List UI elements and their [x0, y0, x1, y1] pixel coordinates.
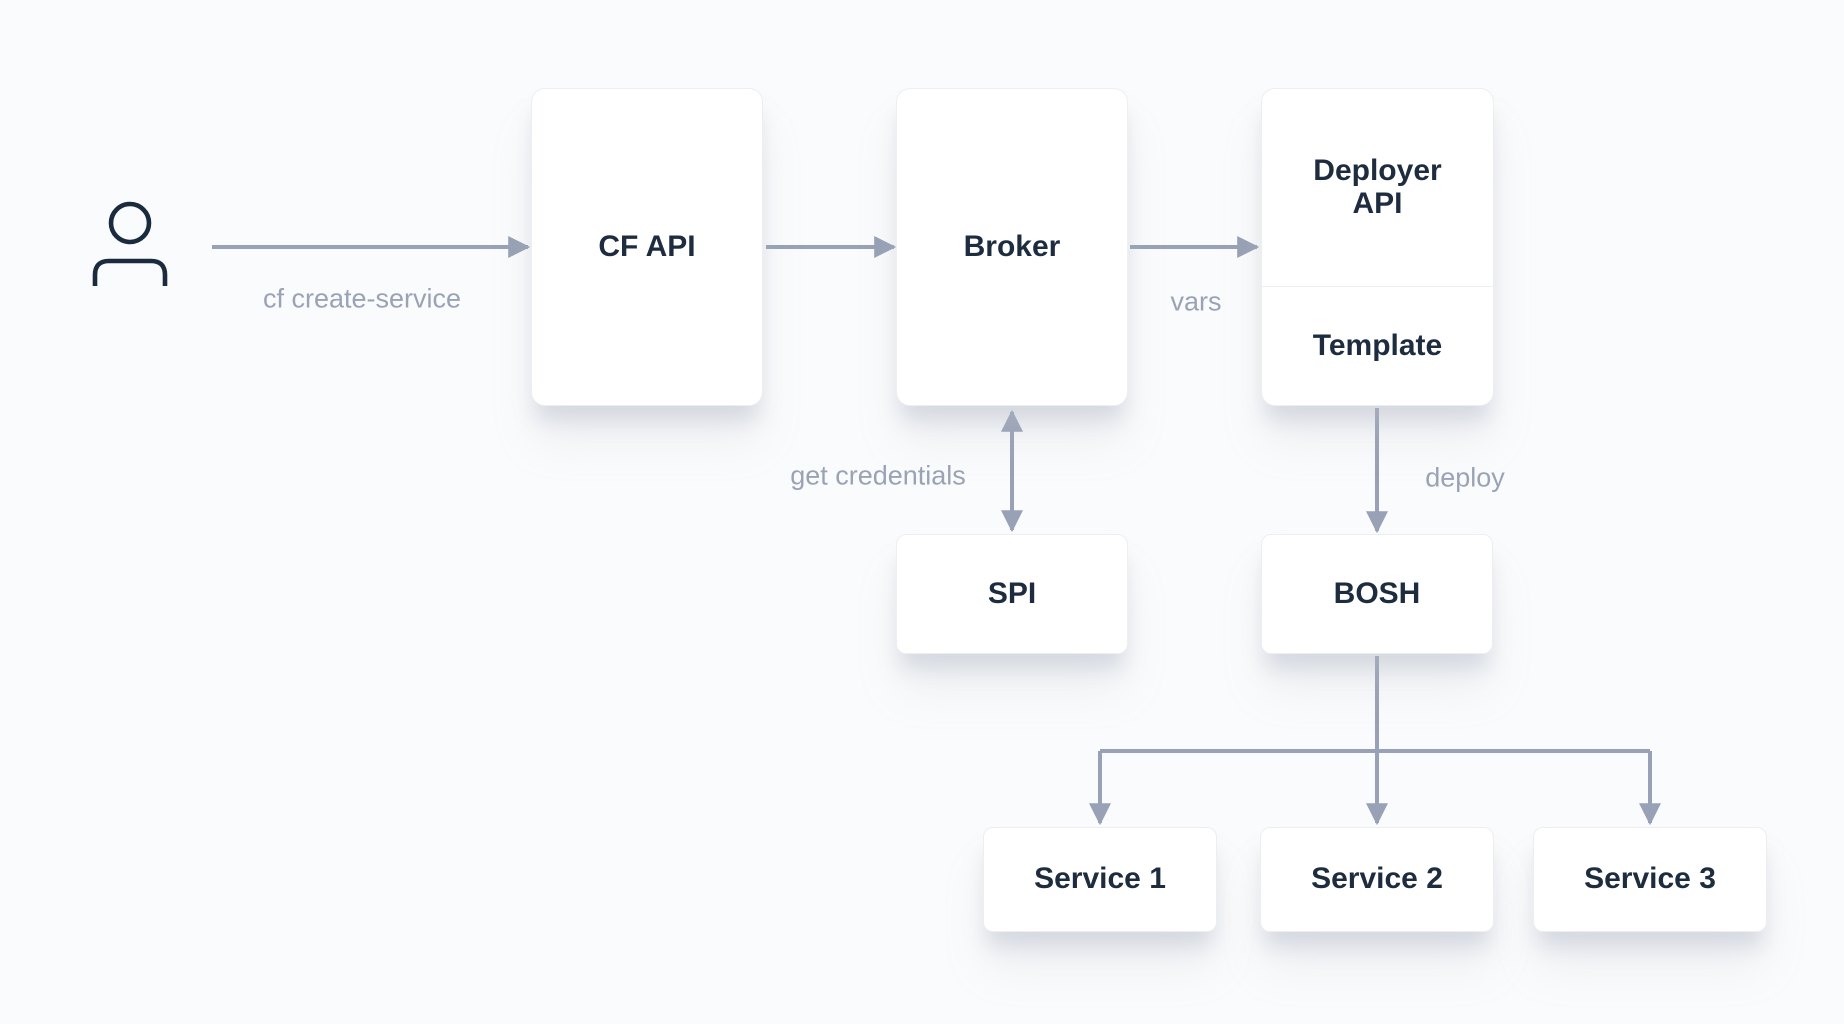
node-label: BOSH: [1333, 576, 1421, 610]
node-deployer-template: Deployer API Template: [1261, 88, 1494, 406]
node-label: Broker: [963, 229, 1061, 263]
node-label: CF API: [598, 229, 696, 263]
edge-label-cf-create-service: cf create-service: [262, 283, 462, 314]
node-label: Template: [1312, 328, 1443, 362]
node-service-3: Service 3: [1533, 827, 1767, 932]
node-bosh: BOSH: [1261, 534, 1493, 654]
node-service-1: Service 1: [983, 827, 1217, 932]
segment-divider: [1262, 286, 1493, 287]
edge-label-deploy: deploy: [1425, 462, 1505, 493]
node-service-2: Service 2: [1260, 827, 1494, 932]
node-cf-api: CF API: [531, 88, 763, 406]
node-label: Service 1: [1034, 862, 1166, 896]
edge-label-get-credentials: get credentials: [790, 460, 966, 491]
node-deployer-api-segment: Deployer API: [1262, 89, 1493, 286]
node-label: SPI: [987, 576, 1037, 610]
node-label: Service 3: [1584, 862, 1716, 896]
node-spi: SPI: [896, 534, 1128, 654]
node-template-segment: Template: [1262, 287, 1493, 405]
edge-label-vars: vars: [1170, 286, 1222, 317]
node-label: Service 2: [1311, 862, 1443, 896]
node-label: Deployer API: [1313, 154, 1442, 220]
person-icon: [92, 201, 168, 286]
node-broker: Broker: [896, 88, 1128, 406]
